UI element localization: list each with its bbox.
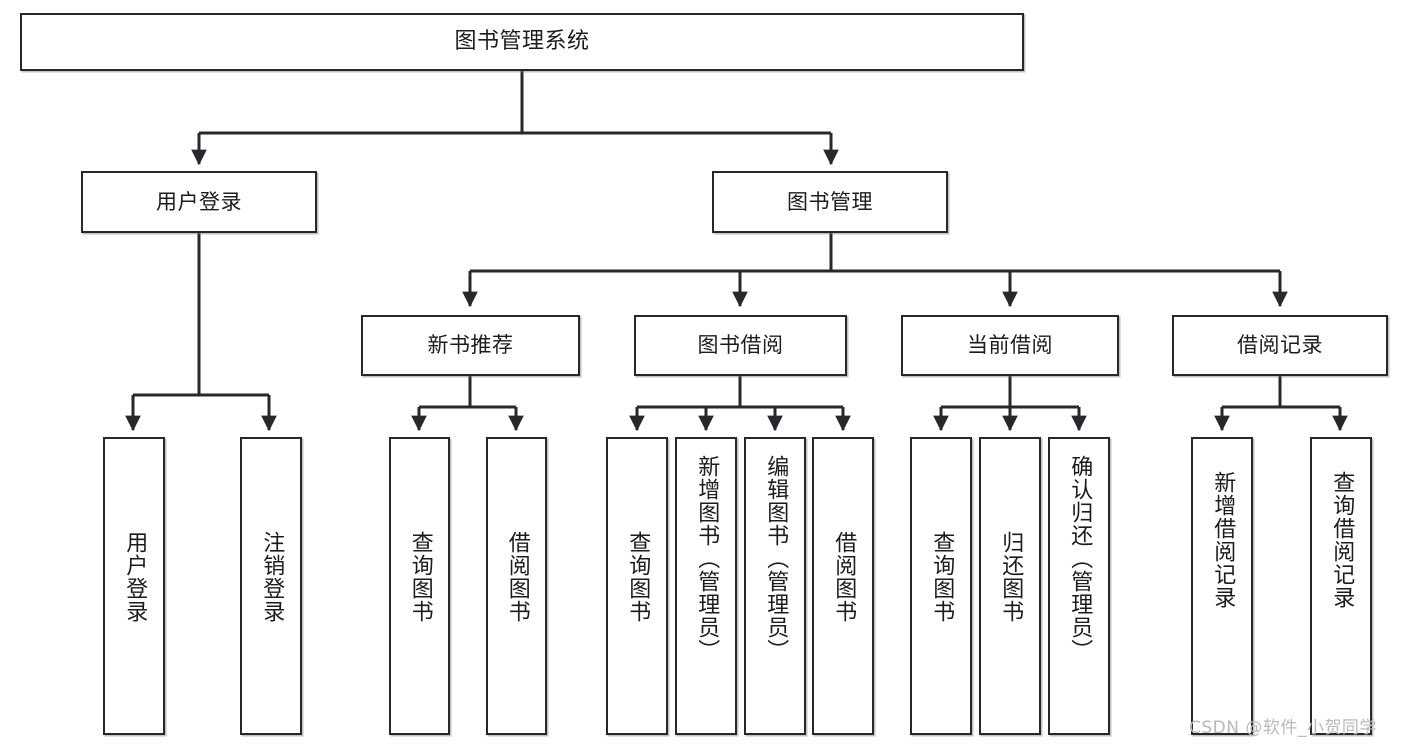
edges-new-book-to-leaves [411, 376, 524, 432]
leaf-query-book-current[interactable]: 查询图书 [910, 437, 972, 735]
node-root-system[interactable]: 图书管理系统 [20, 13, 1024, 71]
node-label: 归还图书 [998, 531, 1024, 623]
node-label: 用户登录 [122, 531, 148, 623]
edges-current-borrow-to-leaves [933, 376, 1087, 432]
leaf-query-book-borrow[interactable]: 查询图书 [606, 437, 668, 735]
leaf-confirm-return-admin[interactable]: 确认归还（管理员） [1048, 437, 1110, 735]
node-label: 新增借阅记录 [1210, 471, 1236, 609]
node-label: 借阅记录 [1237, 333, 1323, 358]
node-label: 注销登录 [259, 531, 285, 623]
node-new-book-recommend[interactable]: 新书推荐 [361, 315, 580, 376]
leaf-edit-book-admin[interactable]: 编辑图书（管理员） [744, 437, 806, 735]
edges-book-borrow-to-leaves [629, 376, 851, 432]
edges-book-mgmt-to-level3 [462, 233, 1288, 308]
node-label: 用户登录 [156, 189, 242, 214]
node-user-login[interactable]: 用户登录 [81, 171, 317, 233]
leaf-add-book-admin[interactable]: 新增图书（管理员） [675, 437, 737, 735]
edges-root-to-level2 [191, 71, 839, 166]
node-label: 借阅图书 [504, 531, 530, 623]
leaf-query-borrow-record[interactable]: 查询借阅记录 [1310, 437, 1372, 735]
node-book-borrow[interactable]: 图书借阅 [634, 315, 847, 376]
node-label: 借阅图书 [831, 531, 857, 623]
node-label: 查询借阅记录 [1329, 471, 1355, 609]
node-label: 图书管理 [787, 189, 873, 214]
node-current-borrow[interactable]: 当前借阅 [901, 315, 1119, 376]
node-label: 确认归还（管理员） [1067, 455, 1093, 662]
node-label: 新书推荐 [427, 333, 514, 358]
node-label: 查询图书 [929, 531, 955, 623]
node-label: 图书管理系统 [454, 29, 590, 55]
node-label: 编辑图书（管理员） [763, 455, 789, 662]
node-label: 当前借阅 [967, 333, 1053, 358]
leaf-borrow-book-recommend[interactable]: 借阅图书 [486, 437, 547, 735]
leaf-user-login[interactable]: 用户登录 [103, 437, 165, 735]
node-borrow-record[interactable]: 借阅记录 [1172, 315, 1388, 376]
node-label: 查询图书 [625, 531, 651, 623]
leaf-query-book-recommend[interactable]: 查询图书 [389, 437, 450, 735]
leaf-add-borrow-record[interactable]: 新增借阅记录 [1191, 437, 1253, 735]
csdn-watermark: CSDN @软件_小贺同学 [1189, 718, 1377, 738]
leaf-borrow-book[interactable]: 借阅图书 [812, 437, 874, 735]
node-label: 查询图书 [407, 531, 433, 623]
leaf-logout[interactable]: 注销登录 [240, 437, 302, 735]
leaf-return-book[interactable]: 归还图书 [979, 437, 1041, 735]
edges-user-login-to-leaves [125, 233, 277, 432]
node-label: 新增图书（管理员） [694, 455, 720, 662]
node-label: 图书借阅 [697, 333, 784, 358]
node-book-management[interactable]: 图书管理 [712, 171, 948, 233]
edges-borrow-record-to-leaves [1214, 376, 1348, 432]
